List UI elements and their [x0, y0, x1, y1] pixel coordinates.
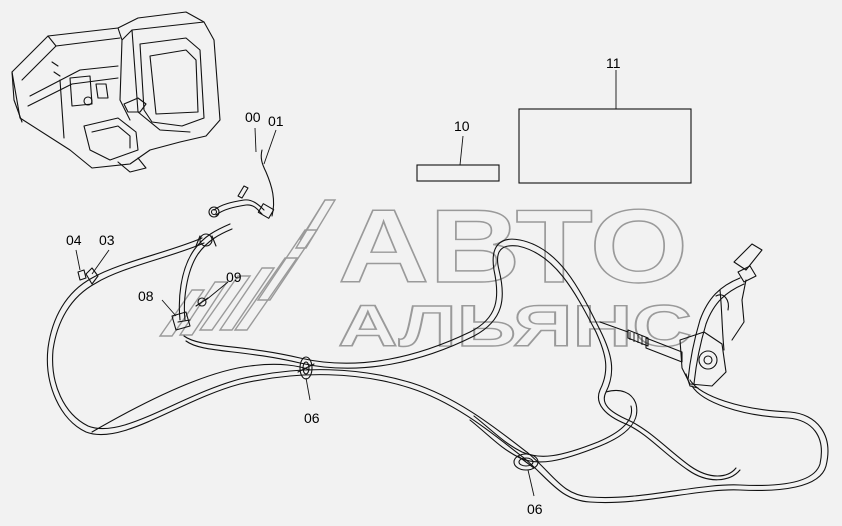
- watermark-line2: АЛЬЯНС: [338, 294, 692, 359]
- watermark-logo: АВТО АЛЬЯНС: [158, 188, 693, 360]
- label-sticker-10: [416, 164, 500, 182]
- watermark-line1: АВТО: [338, 189, 688, 305]
- machine-cab-illustration: [11, 11, 221, 173]
- callout-09: 09: [226, 269, 242, 285]
- callout-08: 08: [138, 288, 154, 304]
- callout-04: 04: [66, 232, 82, 248]
- callout-11: 11: [606, 55, 621, 71]
- callout-06-upper: 06: [304, 410, 320, 426]
- cable-harness: [46, 149, 829, 504]
- callout-03: 03: [99, 232, 115, 248]
- callout-06-lower: 06: [527, 501, 543, 517]
- callout-00: 00: [245, 109, 261, 125]
- label-sticker-11: [518, 108, 692, 184]
- callout-10: 10: [454, 118, 470, 134]
- leader-lines: [75, 70, 617, 497]
- callouts: 00 01 04 03 08 09 06 06 10 11: [66, 55, 621, 517]
- callout-01: 01: [268, 113, 284, 129]
- watermark-stripes: [158, 199, 337, 337]
